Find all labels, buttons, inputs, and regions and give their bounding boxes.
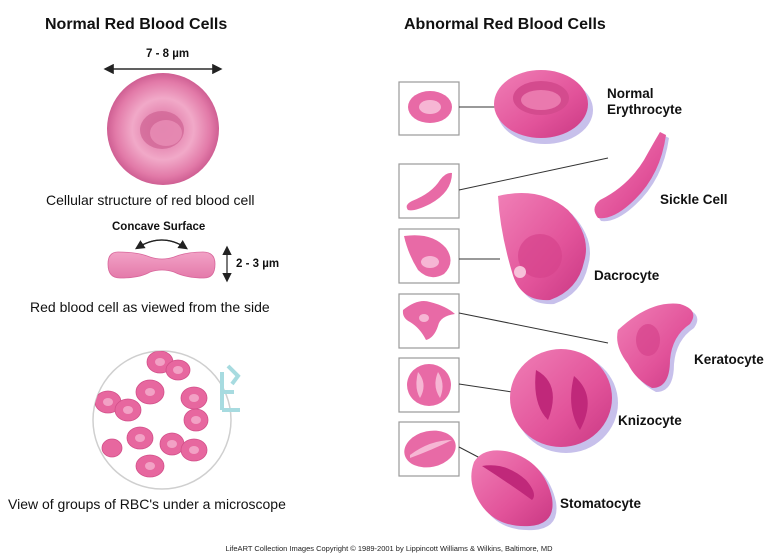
rbc-top-view — [107, 73, 219, 185]
thumbnail-boxes — [398, 81, 460, 477]
microscope-caption: View of groups of RBC's under a microsco… — [8, 496, 286, 512]
label-normal-erythrocyte: Normal Erythrocyte — [607, 86, 682, 118]
microscope-icon — [220, 364, 241, 412]
label-knizocyte: Knizocyte — [618, 413, 682, 428]
label-stomatocyte: Stomatocyte — [560, 496, 642, 511]
thumb-sickle — [406, 172, 452, 211]
normal-erythrocyte-cell — [494, 70, 593, 144]
normal-panel-title: Normal Red Blood Cells — [45, 16, 228, 33]
thumb-knizocyte — [407, 364, 451, 406]
thickness-label: 2 - 3 µm — [236, 258, 280, 270]
abnormal-panel-title: Abnormal Red Blood Cells — [404, 16, 606, 33]
dacrocyte-cell — [498, 193, 590, 305]
label-dacrocyte: Dacrocyte — [594, 268, 660, 283]
diameter-label: 7 - 8 µm — [146, 48, 190, 60]
thumb-normal — [408, 91, 452, 123]
keratocyte-cell — [617, 303, 698, 392]
label-normal-line2: Erythrocyte — [607, 102, 683, 117]
top-view-caption: Cellular structure of red blood cell — [46, 192, 255, 208]
knizocyte-cell — [510, 349, 618, 453]
microscope-view — [92, 350, 232, 490]
thumb-keratocyte — [402, 301, 455, 340]
label-keratocyte: Keratocyte — [694, 352, 764, 367]
label-sickle-cell: Sickle Cell — [660, 192, 728, 207]
sickle-cell — [594, 132, 669, 222]
rbc-side-view — [107, 251, 216, 279]
thumb-dacrocyte — [404, 235, 451, 278]
label-normal-line1: Normal — [607, 86, 654, 101]
connector-lines — [458, 106, 609, 459]
side-view-caption: Red blood cell as viewed from the side — [30, 299, 270, 315]
stomatocyte-cell — [471, 450, 557, 531]
concave-surface-label: Concave Surface — [112, 221, 206, 233]
copyright-footer: LifeART Collection Images Copyright © 19… — [225, 544, 553, 553]
thumb-stomatocyte — [404, 430, 456, 468]
